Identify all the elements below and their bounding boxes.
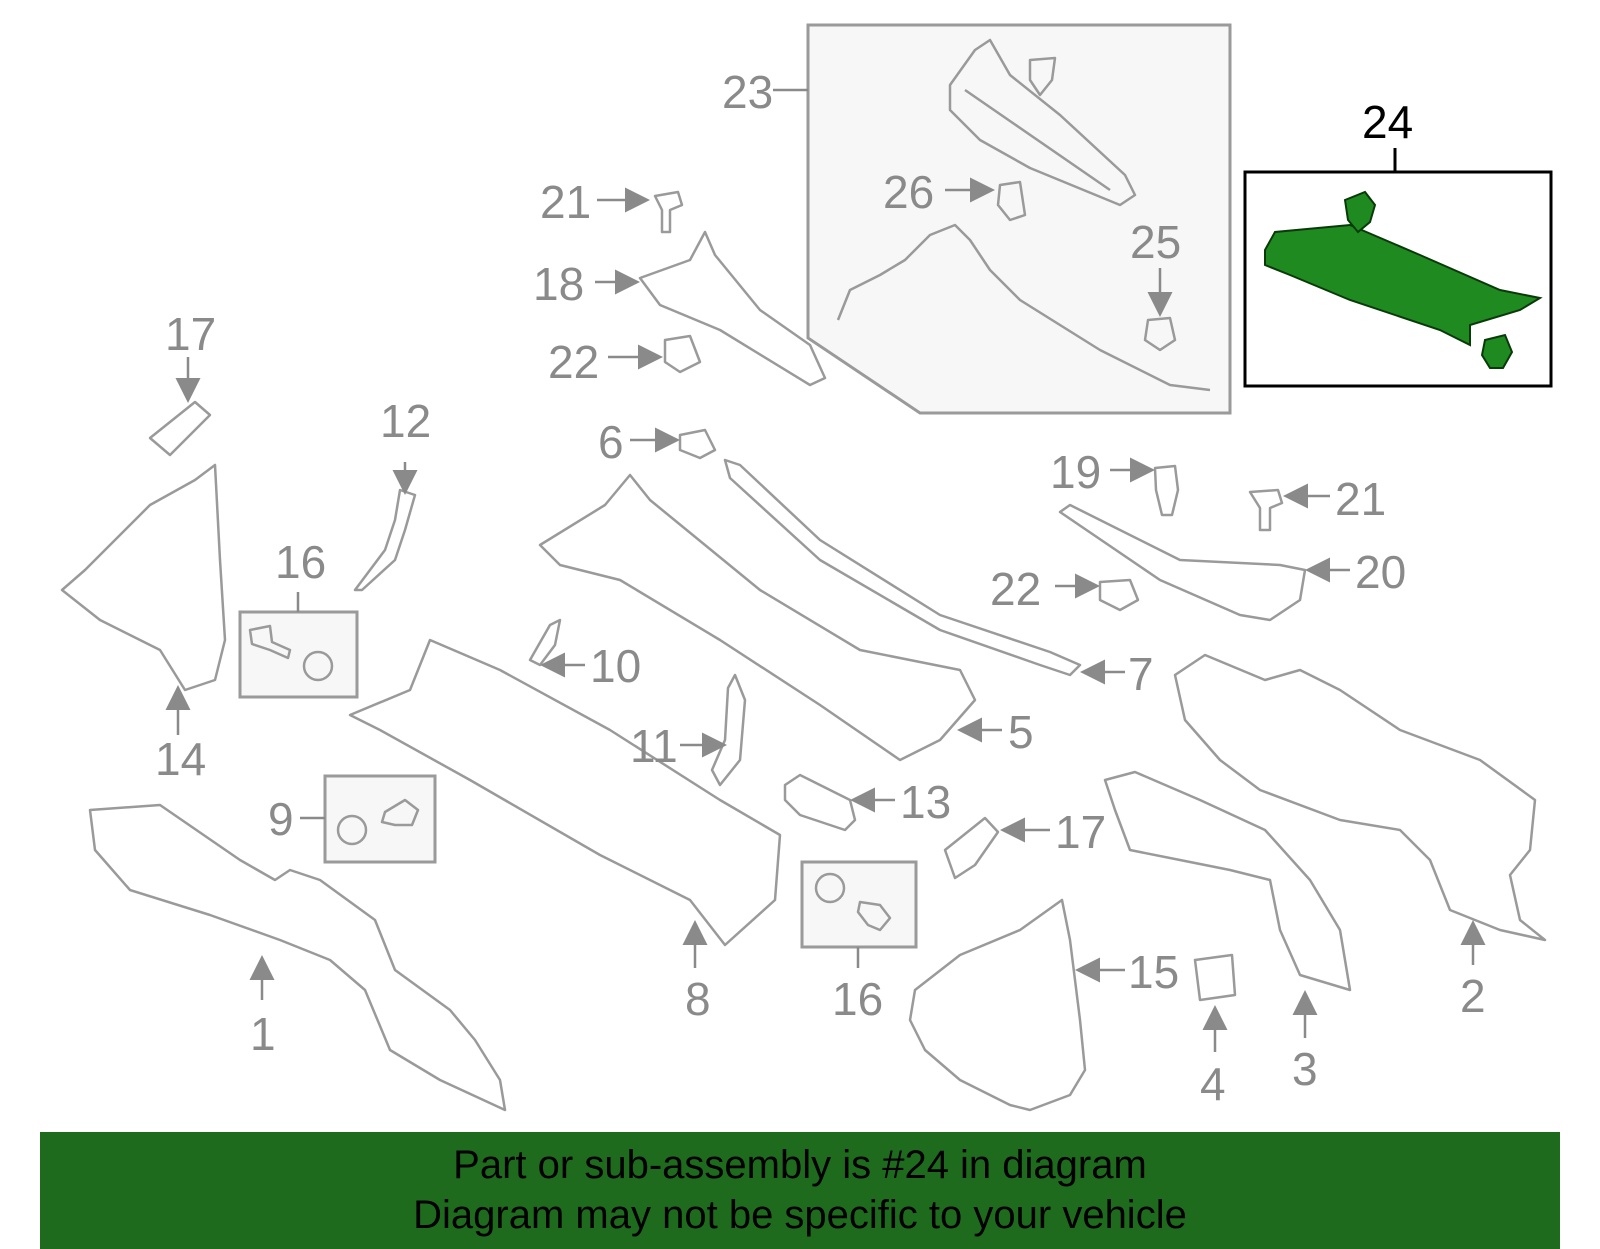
callout-21b: 21 — [1335, 473, 1386, 525]
part-24-clip-top — [1343, 190, 1377, 234]
part-7 — [723, 458, 1082, 677]
callout-25: 25 — [1130, 216, 1181, 268]
part-9-bolt — [380, 798, 420, 827]
hose-23 — [836, 223, 1211, 392]
box-23 — [806, 23, 1232, 415]
callout-21a: 21 — [540, 176, 591, 228]
part-15 — [908, 898, 1087, 1112]
callout-11: 11 — [630, 720, 678, 772]
part-18 — [638, 230, 827, 387]
banner-line-1: Part or sub-assembly is #24 in diagram — [453, 1143, 1147, 1187]
part-13 — [783, 773, 857, 832]
callout-18: 18 — [533, 258, 584, 310]
info-banner: Part or sub-assembly is #24 in diagram D… — [40, 1132, 1560, 1249]
callout-23: 23 — [722, 66, 773, 118]
banner-line-2: Diagram may not be specific to your vehi… — [413, 1193, 1187, 1237]
callout-24: 24 — [1362, 96, 1413, 148]
part-6 — [678, 428, 717, 460]
callout-4: 4 — [1200, 1058, 1226, 1110]
part-9-nut — [336, 814, 368, 846]
callout-15: 15 — [1128, 946, 1179, 998]
part-8 — [348, 638, 782, 947]
part-22a — [663, 334, 702, 374]
part-17b — [943, 816, 1000, 880]
part-17a — [148, 400, 212, 457]
callout-22a: 22 — [548, 336, 599, 388]
part-5 — [538, 473, 977, 762]
callout-10: 10 — [590, 640, 641, 692]
callout-22b: 22 — [990, 563, 1041, 615]
callout-26: 26 — [883, 166, 934, 218]
part-22b — [1098, 578, 1140, 612]
part-21b — [1248, 488, 1284, 532]
part-19 — [1058, 503, 1307, 622]
part-16b-bolt — [856, 900, 892, 932]
part-4 — [1193, 953, 1237, 1002]
part-3 — [1103, 770, 1352, 992]
callout-16b: 16 — [832, 973, 883, 1025]
part-1 — [88, 803, 507, 1112]
box-16a — [238, 610, 359, 699]
part-16a-nut — [302, 650, 334, 682]
clip-23 — [1028, 56, 1057, 97]
callout-8: 8 — [685, 973, 711, 1025]
part-16a-bolt — [248, 624, 292, 660]
callout-14: 14 — [155, 733, 206, 785]
callout-13: 13 — [900, 776, 951, 828]
callout-6: 6 — [598, 416, 624, 468]
part-2 — [1173, 653, 1547, 942]
part-24-clip-bottom — [1480, 333, 1514, 369]
part-26 — [996, 180, 1027, 222]
callout-5: 5 — [1008, 706, 1034, 758]
callout-3: 3 — [1292, 1043, 1318, 1095]
part-10 — [528, 618, 562, 667]
callout-16a: 16 — [275, 536, 326, 588]
callout-17a: 17 — [165, 308, 216, 360]
part-20 — [1153, 464, 1180, 517]
callout-17b: 17 — [1055, 806, 1106, 858]
part-16b-nut — [814, 872, 846, 904]
callout-1: 1 — [250, 1008, 276, 1060]
part-12 — [353, 488, 417, 592]
part-25 — [1143, 316, 1177, 352]
part-21a — [653, 190, 684, 234]
callout-2: 2 — [1460, 970, 1486, 1022]
callout-20: 19 — [1050, 446, 1101, 498]
callout-9: 9 — [268, 793, 294, 845]
part-11 — [710, 673, 747, 787]
part-14 — [60, 463, 227, 692]
callout-7: 7 — [1128, 648, 1154, 700]
part-23 — [948, 38, 1137, 207]
callout-12: 12 — [380, 395, 431, 447]
callout-19: 20 — [1355, 546, 1406, 598]
